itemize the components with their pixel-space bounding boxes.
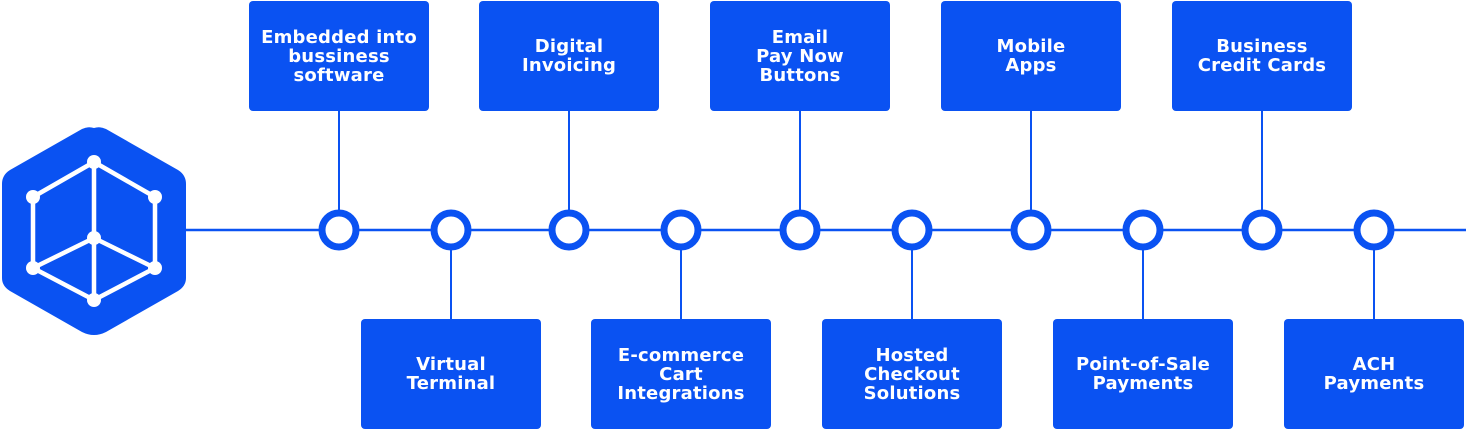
timeline-node (660, 209, 702, 251)
channel-box: Virtual Terminal (361, 319, 541, 429)
timeline-node (891, 209, 933, 251)
timeline-node (1010, 209, 1052, 251)
timeline-node (779, 209, 821, 251)
timeline-node (318, 209, 360, 251)
channel-label: Virtual Terminal (406, 354, 496, 394)
channel-label: Mobile Apps (996, 36, 1066, 76)
channel-label: Embedded into bussiness software (261, 26, 417, 86)
channel-box: Point-of-Sale Payments (1053, 319, 1233, 429)
channel-box: Email Pay Now Buttons (710, 1, 890, 111)
channel-box: Hosted Checkout Solutions (822, 319, 1002, 429)
channel-label: Email Pay Now Buttons (756, 26, 844, 86)
channel-label: Business Credit Cards (1197, 36, 1327, 76)
channel-label: Hosted Checkout Solutions (863, 344, 961, 404)
channel-label: ACH Payments (1323, 354, 1425, 394)
channel-label: Point-of-Sale Payments (1075, 354, 1211, 394)
channel-box: Digital Invoicing (479, 1, 659, 111)
timeline-node (430, 209, 472, 251)
channel-box: Business Credit Cards (1172, 1, 1352, 111)
hexagon-cube-icon (2, 127, 186, 335)
channel-box: Mobile Apps (941, 1, 1121, 111)
timeline-node (1122, 209, 1164, 251)
channel-box: Embedded into bussiness software (249, 1, 429, 111)
channel-label: E-commerce Cart Integrations (617, 344, 745, 404)
timeline-node (1353, 209, 1395, 251)
timeline-node (548, 209, 590, 251)
channel-box: E-commerce Cart Integrations (591, 319, 771, 429)
channel-box: ACH Payments (1284, 319, 1464, 429)
timeline-node (1241, 209, 1283, 251)
channel-label: Digital Invoicing (521, 36, 617, 76)
